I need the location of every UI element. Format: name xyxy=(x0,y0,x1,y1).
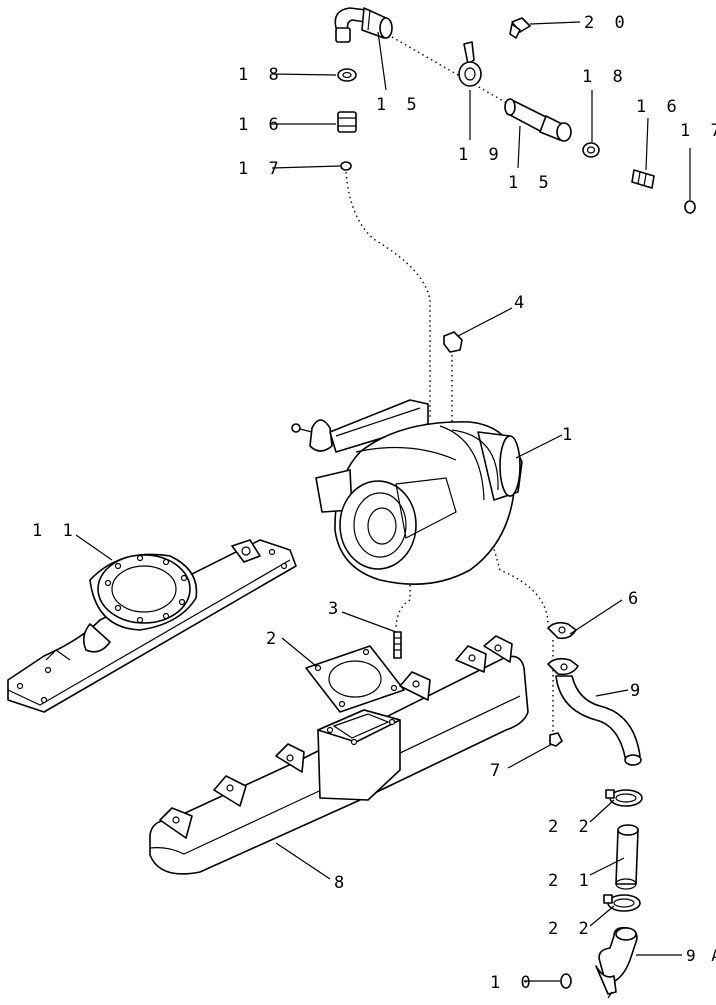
hose-part-21 xyxy=(615,824,639,890)
callout-17-left: 1 7 xyxy=(238,159,284,179)
gasket-part-6 xyxy=(547,621,577,640)
callout-10: 1 0 xyxy=(490,973,536,993)
clamp-part-19 xyxy=(458,41,482,87)
callout-8: 8 xyxy=(334,873,349,893)
oil-line-fitting-lower xyxy=(504,98,572,142)
bolt-part-20 xyxy=(509,17,531,39)
callout-3: 3 xyxy=(328,599,343,619)
callout-7: 7 xyxy=(490,761,505,781)
callout-19: 1 9 xyxy=(458,145,504,165)
stud-part-3 xyxy=(393,631,402,659)
callout-15-right: 1 5 xyxy=(508,173,554,193)
callout-21: 2 1 xyxy=(548,871,594,891)
callout-4: 4 xyxy=(514,293,529,313)
drain-tube-part-9 xyxy=(547,657,642,766)
o-ring-part-10 xyxy=(560,973,572,989)
callout-9: 9 xyxy=(630,681,645,701)
callout-11: 1 1 xyxy=(32,521,78,541)
leader-lines xyxy=(75,21,691,982)
intake-cover-part-11 xyxy=(7,539,297,713)
callout-1: 1 xyxy=(562,425,577,445)
fitting-part-16-right xyxy=(631,169,655,189)
callout-16-left: 1 6 xyxy=(238,115,284,135)
bolt-part-7 xyxy=(549,732,563,747)
callout-labels: 2 0 1 8 1 8 1 5 1 6 1 6 1 7 1 9 1 7 1 5 … xyxy=(32,13,716,993)
callout-2: 2 xyxy=(266,629,281,649)
hose-clamp-part-22-upper xyxy=(605,789,643,807)
o-ring-part-17-right xyxy=(684,200,696,214)
callout-18-right: 1 8 xyxy=(582,67,628,87)
elbow-part-9a xyxy=(595,926,638,999)
hose-clamp-part-22-lower xyxy=(603,894,641,912)
washer-part-18-left xyxy=(337,68,357,82)
oil-line-fitting-upper xyxy=(334,7,393,43)
callout-22-lower: 2 2 xyxy=(548,919,594,939)
nut-part-4 xyxy=(443,331,463,353)
o-ring-part-17-left xyxy=(340,161,352,171)
gasket-part-2 xyxy=(305,645,405,713)
fitting-part-16-left xyxy=(337,111,357,133)
callout-9a: 9 A xyxy=(686,946,716,965)
callout-17-right: 1 7 xyxy=(680,121,716,141)
callout-6: 6 xyxy=(628,589,643,609)
callout-15-left: 1 5 xyxy=(376,95,422,115)
assembly-dotted-lines xyxy=(345,36,554,735)
washer-part-18-right xyxy=(582,142,600,158)
turbocharger-part-1 xyxy=(291,399,523,585)
callout-16-right: 1 6 xyxy=(636,97,682,117)
callout-18-left: 1 8 xyxy=(238,65,284,85)
callout-20: 2 0 xyxy=(584,13,630,33)
callout-22-upper: 2 2 xyxy=(548,817,594,837)
exhaust-manifold-part-8 xyxy=(149,635,529,875)
